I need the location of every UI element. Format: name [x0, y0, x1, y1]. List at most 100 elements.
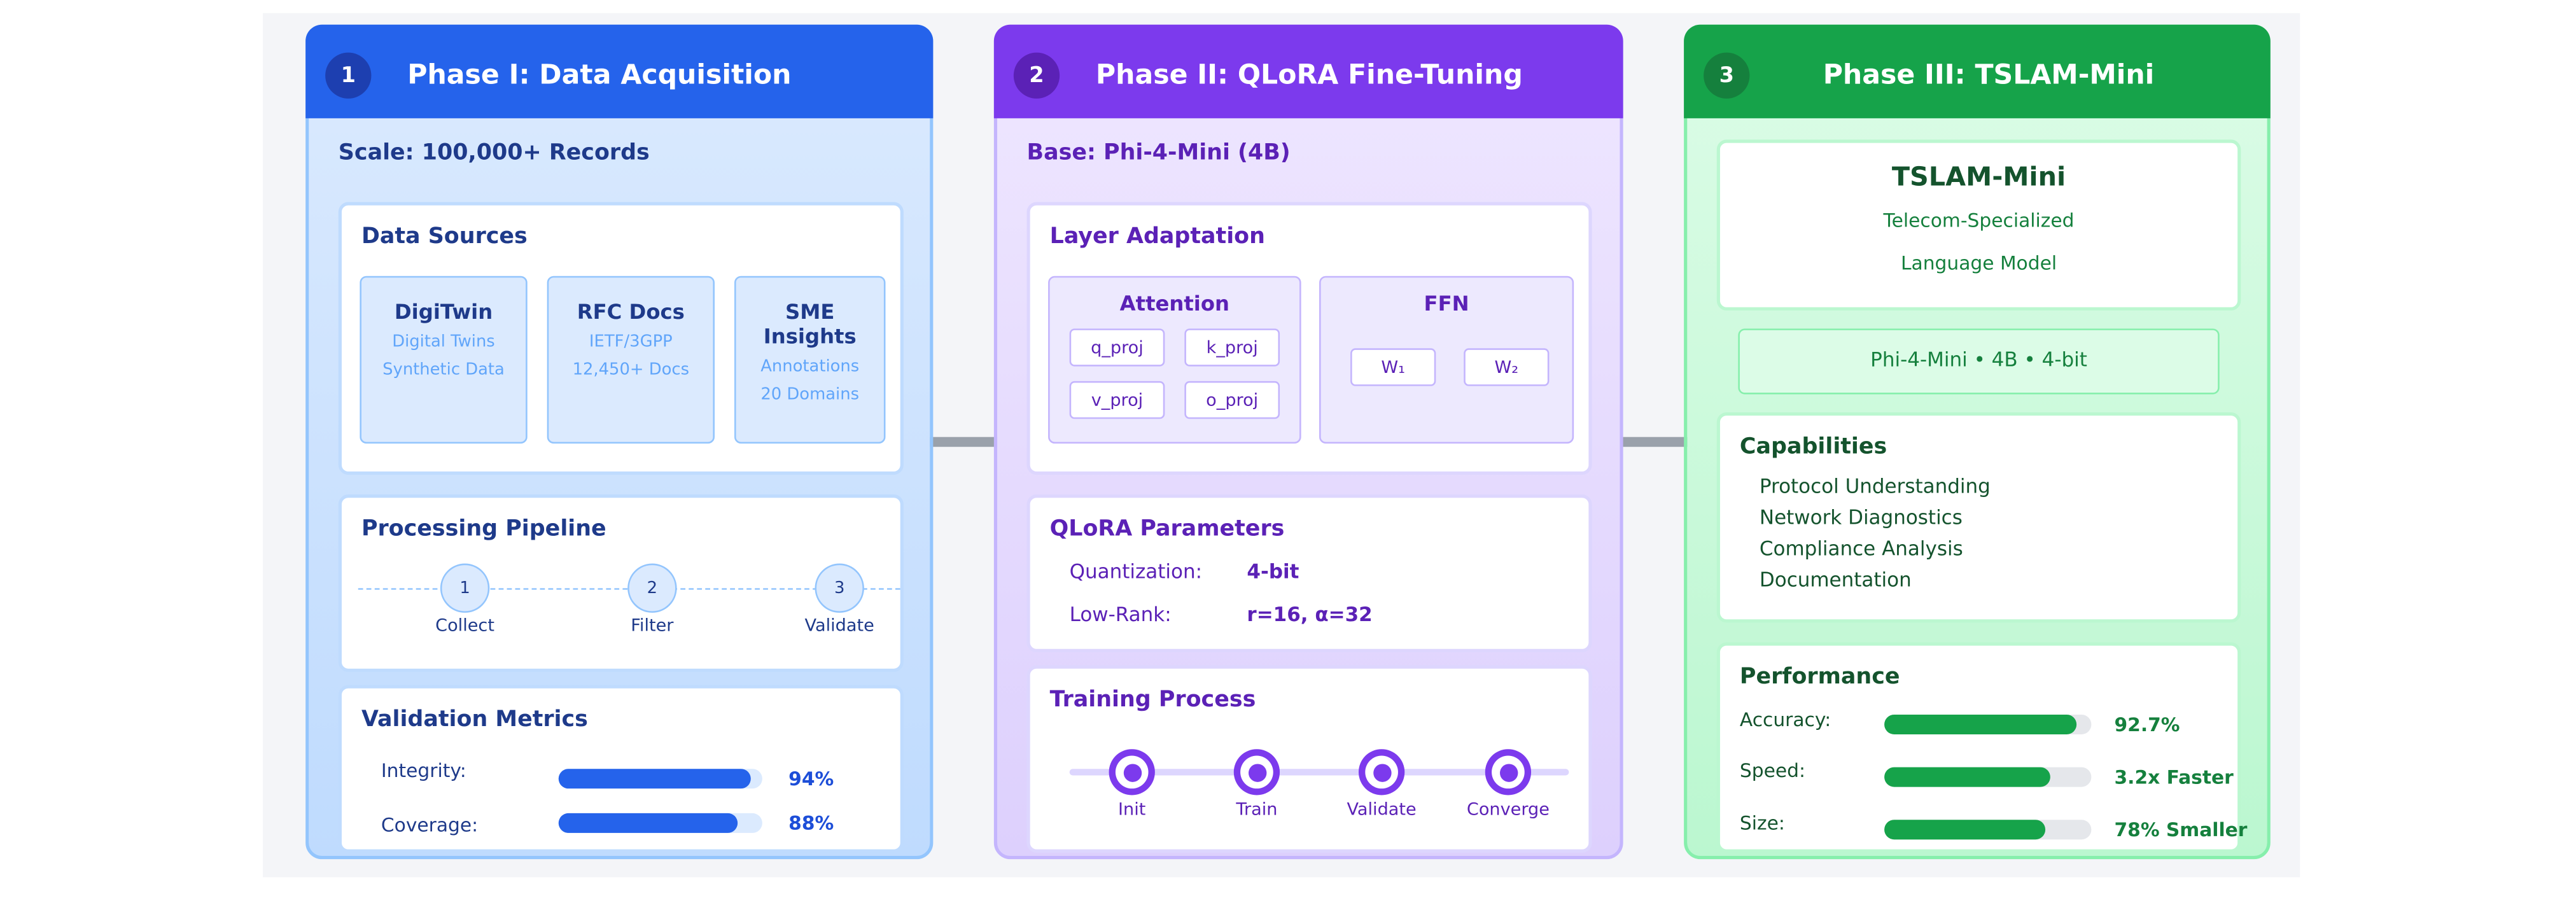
source-detail: IETF/3GPP [589, 333, 673, 352]
metric-value-coverage: 88% [788, 811, 834, 835]
phase1-title: Phase I: Data Acquisition [407, 59, 792, 90]
phase3-number-badge: 3 [1704, 52, 1750, 99]
performance-fill-speed [1884, 767, 2050, 787]
performance-bar-speed [1884, 767, 2092, 787]
metric-fill-coverage [558, 813, 738, 833]
connector-phase1-phase2 [930, 437, 999, 447]
performance-label-size: Size: [1739, 811, 1785, 835]
phase2-panel: 2 Phase II: QLoRA Fine-Tuning Base: Phi-… [993, 24, 1623, 860]
model-subtitle: Telecom-Specialized [1883, 208, 2075, 232]
metric-bar-integrity [558, 769, 762, 789]
performance-box: Performance Accuracy: 92.7% Speed: 3.2x … [1716, 642, 2247, 853]
param-value-quantization: 4-bit [1247, 560, 1299, 584]
model-card: TSLAM-Mini Telecom-Specialized Language … [1716, 139, 2241, 311]
model-subtitle: Language Model [1900, 251, 2057, 275]
param-label-low-rank: Low-Rank: [1069, 603, 1172, 626]
processing-pipeline-box: Processing Pipeline 1 Collect 2 Filter 3… [338, 494, 904, 672]
source-detail: Annotations [760, 358, 860, 377]
metric-fill-integrity [558, 769, 750, 789]
chip-k-proj: k_proj [1184, 328, 1280, 367]
phase1-number-badge: 1 [325, 52, 372, 99]
validation-metrics-box: Validation Metrics Integrity: 94% Covera… [338, 685, 904, 853]
phase1-scale: Scale: 100,000+ Records [338, 139, 650, 166]
training-process-box: Training Process Init Train Validate Con… [1026, 665, 1592, 853]
pipeline-step-1: 1 [440, 563, 490, 613]
capability-item: Compliance Analysis [1759, 537, 1963, 561]
phase2-base-model: Base: Phi-4-Mini (4B) [1026, 139, 1291, 166]
training-step-label: Validate [1347, 800, 1417, 820]
performance-value-size: 78% Smaller [2114, 818, 2248, 841]
metric-bar-coverage [558, 813, 762, 833]
capability-item: Network Diagnostics [1759, 506, 1963, 529]
attention-group: Attention q_proj k_proj v_proj o_proj [1048, 276, 1301, 444]
pipeline-step-label: Filter [631, 616, 674, 636]
phase2-header: 2 Phase II: QLoRA Fine-Tuning [993, 24, 1623, 118]
phase1-header: 1 Phase I: Data Acquisition [305, 24, 934, 118]
param-value-low-rank: r=16, α=32 [1247, 603, 1373, 626]
layer-adaptation-box: Layer Adaptation Attention q_proj k_proj… [1026, 202, 1592, 475]
phase2-number-badge: 2 [1013, 52, 1060, 99]
capabilities-title: Capabilities [1739, 433, 1887, 460]
performance-value-accuracy: 92.7% [2114, 713, 2180, 736]
training-step-label: Converge [1466, 800, 1550, 820]
training-timeline [1069, 769, 1569, 776]
source-card-digitwin: DigiTwin Digital Twins Synthetic Data [360, 276, 528, 444]
source-name: SME Insights [763, 298, 857, 349]
source-detail: 12,450+ Docs [572, 361, 690, 380]
pipeline-step-label: Validate [804, 616, 874, 636]
source-card-sme-insights: SME Insights Annotations 20 Domains [734, 276, 886, 444]
training-node-converge [1485, 749, 1532, 795]
attention-title: Attention [1119, 290, 1230, 316]
connector-phase2-phase3 [1620, 437, 1689, 447]
model-name: TSLAM-Mini [1891, 160, 2066, 193]
qlora-parameters-box: QLoRA Parameters Quantization: 4-bit Low… [1026, 494, 1592, 652]
layer-adaptation-title: Layer Adaptation [1049, 223, 1265, 250]
pipeline-step-label: Collect [435, 616, 494, 636]
training-step-label: Init [1118, 800, 1146, 820]
training-process-title: Training Process [1049, 687, 1256, 713]
pipeline-step-2: 2 [627, 563, 677, 613]
capabilities-box: Capabilities Protocol Understanding Netw… [1716, 412, 2241, 623]
phase2-title: Phase II: QLoRA Fine-Tuning [1095, 59, 1523, 90]
training-step-label: Train [1236, 800, 1278, 820]
chip-w1: W₁ [1350, 348, 1436, 386]
performance-value-speed: 3.2x Faster [2114, 766, 2234, 789]
source-detail: 20 Domains [760, 386, 860, 405]
validation-metrics-title: Validation Metrics [361, 706, 588, 733]
capability-item: Documentation [1759, 568, 1912, 592]
source-name: DigiTwin [394, 298, 493, 324]
phase3-header: 3 Phase III: TSLAM-Mini [1684, 24, 2271, 118]
chip-w2: W₂ [1464, 348, 1550, 386]
chip-o-proj: o_proj [1184, 381, 1280, 419]
performance-bar-size [1884, 820, 2092, 840]
training-node-init [1109, 749, 1155, 795]
data-sources-title: Data Sources [361, 223, 528, 250]
data-sources-box: Data Sources DigiTwin Digital Twins Synt… [338, 202, 904, 475]
metric-label-coverage: Coverage: [381, 813, 479, 837]
model-spec-badge: Phi-4-Mini • 4B • 4-bit [1738, 328, 2220, 395]
pipeline-step-3: 3 [815, 563, 864, 613]
source-detail: Synthetic Data [382, 361, 505, 380]
chip-q-proj: q_proj [1069, 328, 1165, 367]
metric-label-integrity: Integrity: [381, 759, 466, 782]
performance-label-speed: Speed: [1739, 759, 1806, 782]
training-node-train [1233, 749, 1280, 795]
source-name: RFC Docs [577, 298, 685, 324]
phase3-title: Phase III: TSLAM-Mini [1823, 59, 2155, 90]
ffn-group: FFN W₁ W₂ [1319, 276, 1574, 444]
performance-fill-size [1884, 820, 2046, 840]
source-detail: Digital Twins [392, 333, 495, 352]
qlora-parameters-title: QLoRA Parameters [1049, 515, 1285, 542]
performance-bar-accuracy [1884, 714, 2092, 734]
performance-label-accuracy: Accuracy: [1739, 708, 1831, 731]
performance-fill-accuracy [1884, 714, 2076, 734]
training-node-validate [1358, 749, 1405, 795]
chip-v-proj: v_proj [1069, 381, 1165, 419]
phase3-panel: 3 Phase III: TSLAM-Mini TSLAM-Mini Telec… [1684, 24, 2271, 860]
phase1-panel: 1 Phase I: Data Acquisition Scale: 100,0… [305, 24, 934, 860]
metric-value-integrity: 94% [788, 767, 834, 790]
performance-title: Performance [1739, 663, 1900, 690]
source-card-rfc-docs: RFC Docs IETF/3GPP 12,450+ Docs [547, 276, 715, 444]
param-label-quantization: Quantization: [1069, 560, 1203, 584]
